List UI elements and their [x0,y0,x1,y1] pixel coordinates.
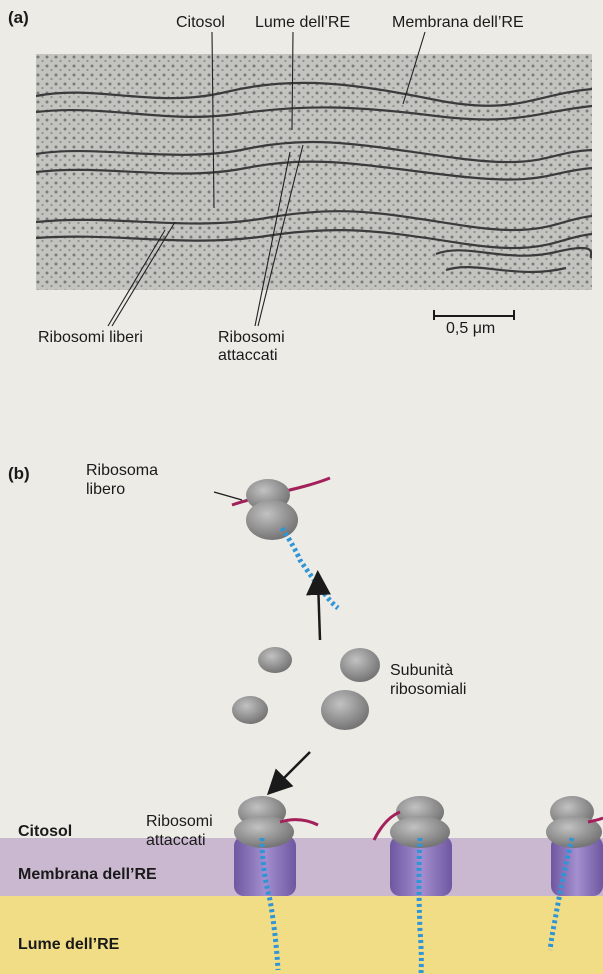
label-ribosomi-attaccati-b-2: attaccati [146,832,206,850]
label-subunita-1: Subunità [390,662,453,680]
label-citosol-b: Citosol [18,823,72,841]
label-subunita-2: ribosomiali [390,681,466,699]
label-ribosoma-libero-2: libero [86,481,125,499]
label-membrana-b: Membrana dell’RE [18,866,157,884]
label-lume-b: Lume dell’RE [18,936,119,954]
label-ribosoma-libero-1: Ribosoma [86,462,158,480]
label-ribosomi-attaccati-b-1: Ribosomi [146,813,213,831]
